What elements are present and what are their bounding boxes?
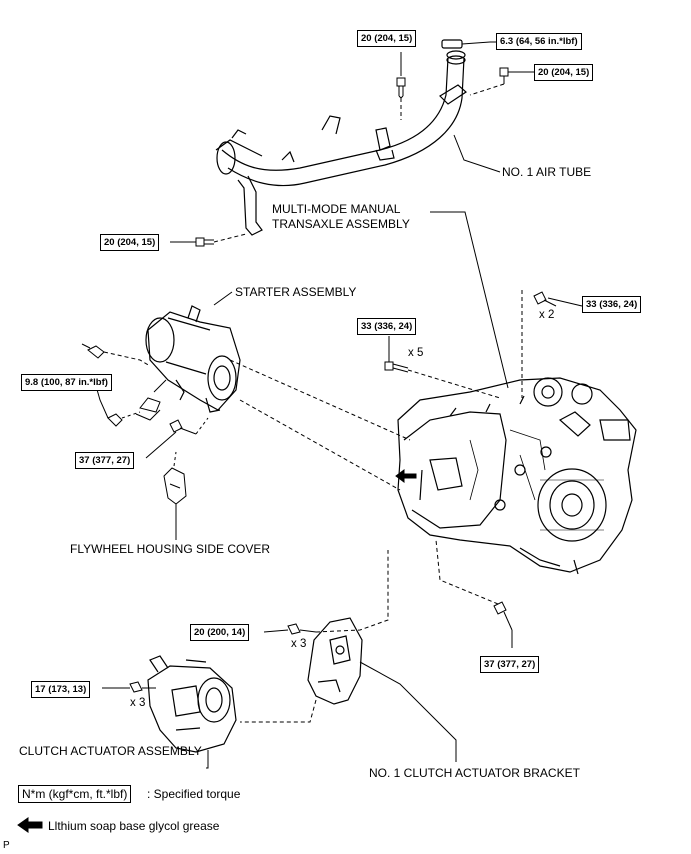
- label-clutch-actuator: CLUTCH ACTUATOR ASSEMBLY: [19, 744, 202, 758]
- bolt-right: [499, 67, 534, 84]
- label-air-tube: NO. 1 AIR TUBE: [502, 165, 592, 179]
- footer-code: P: [3, 840, 10, 851]
- torque-box-actuator: 17 (173, 13): [31, 681, 91, 698]
- torque-box-trans-upper: 33 (336, 24): [582, 296, 642, 313]
- torque-box-actuator-bracket: 20 (200, 14): [190, 624, 250, 641]
- legend-torque-unit: N*m (kgf*cm, ft.*lbf): [18, 785, 132, 803]
- torque-box-air-clamp: 6.3 (64, 56 in.*lbf): [496, 33, 582, 50]
- clutch-actuator: [147, 655, 237, 753]
- torque-box-bracket-bolt: 20 (204, 15): [100, 234, 160, 251]
- flywheel-side-cover: [163, 467, 187, 505]
- grease-arrow-icon: [17, 817, 43, 833]
- transaxle-body: [397, 377, 637, 575]
- bolt-bracket: [195, 237, 214, 247]
- label-actuator-bracket: NO. 1 CLUTCH ACTUATOR BRACKET: [369, 766, 580, 780]
- air-tube-leader: [453, 134, 501, 173]
- qty-x2: x 2: [539, 309, 555, 321]
- legend-torque-desc: : Specified torque: [147, 787, 241, 801]
- qty-x3-actuator: x 3: [130, 697, 146, 709]
- label-transaxle-line2: TRANSAXLE ASSEMBLY: [272, 217, 410, 231]
- torque-box-trans-lower: 37 (377, 27): [480, 656, 540, 673]
- torque-box-starter-bolt: 37 (377, 27): [75, 452, 135, 469]
- bolt-trans-x5: [384, 336, 409, 373]
- qty-x5: x 5: [408, 347, 424, 359]
- torque-box-starter-nut: 9.8 (100, 87 in.*lbf): [21, 374, 112, 391]
- label-transaxle-line1: MULTI-MODE MANUAL: [272, 202, 401, 216]
- bolt-trans-lower: [493, 601, 513, 631]
- bolt-starter: [169, 419, 197, 435]
- qty-x3-bracket: x 3: [291, 638, 307, 650]
- label-starter: STARTER ASSEMBLY: [235, 285, 357, 299]
- label-flywheel-cover: FLYWHEEL HOUSING SIDE COVER: [70, 542, 271, 556]
- torque-box-right-bolt: 20 (204, 15): [534, 64, 594, 81]
- starter-body: [145, 305, 241, 413]
- torque-box-trans-x5: 33 (336, 24): [357, 318, 417, 335]
- legend-grease-desc: Llthium soap base glycol grease: [48, 819, 220, 833]
- torque-box-top-bolt: 20 (204, 15): [357, 30, 417, 47]
- bolt-actuator-bracket: [287, 623, 317, 635]
- bolt-top: [396, 52, 406, 99]
- bolt-trans-upper: [533, 291, 583, 307]
- bolt-actuator: [129, 681, 156, 693]
- actuator-bracket: [307, 617, 363, 705]
